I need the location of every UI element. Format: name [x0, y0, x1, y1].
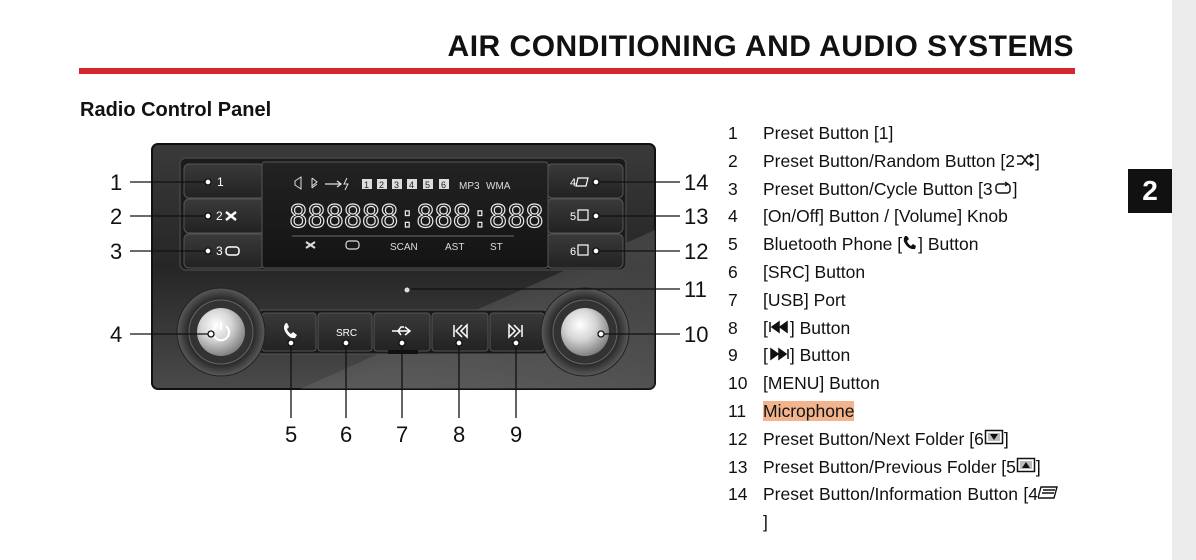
- lcd-segments: 888888:888:888: [289, 199, 543, 235]
- previous-folder-icon: [1016, 457, 1036, 472]
- callout-14: 14: [684, 170, 708, 195]
- lcd-status-icons: 1 2 3 4 5 6 MP3 WMA: [294, 176, 511, 192]
- lcd-random-icon: [305, 241, 316, 249]
- bluetooth-icon: [311, 177, 318, 189]
- callout-11: 11: [684, 277, 707, 302]
- callout-9: 9: [510, 422, 522, 447]
- phone-icon: [903, 236, 917, 250]
- next-folder-icon: [984, 429, 1004, 445]
- page-edge-strip: [1172, 0, 1196, 560]
- preset-2-label: 2: [216, 209, 223, 223]
- scan-indicator: SCAN: [390, 242, 418, 253]
- callout-13: 13: [684, 204, 708, 229]
- usb-port-icon: [392, 326, 412, 336]
- svg-text:WMA: WMA: [486, 181, 511, 192]
- preset-1-label: 1: [217, 175, 224, 189]
- usb-icon: [325, 180, 343, 188]
- next-track-icon: [508, 323, 523, 339]
- mute-icon: [294, 176, 302, 190]
- page-title: AIR CONDITIONING AND AUDIO SYSTEMS: [447, 30, 1074, 63]
- random-icon: [225, 211, 237, 221]
- information-icon-small: [575, 177, 589, 187]
- svg-text:4: 4: [409, 180, 414, 190]
- callout-7: 7: [396, 422, 408, 447]
- legend-item: 7[USB] Port: [728, 289, 846, 310]
- previous-folder-icon-small: [577, 209, 589, 221]
- callout-12: 12: [684, 239, 708, 264]
- callout-1: 1: [110, 170, 122, 195]
- svg-text:2: 2: [379, 180, 384, 190]
- callout-3: 3: [110, 239, 122, 264]
- preset-3-label: 3: [216, 244, 223, 258]
- lcd-cycle-icon: [345, 240, 360, 250]
- callout-4: 4: [110, 322, 122, 347]
- src-label: SRC: [336, 328, 357, 339]
- cycle-icon: [994, 181, 1011, 194]
- svg-text:1: 1: [364, 180, 369, 190]
- information-icon: [1037, 486, 1058, 500]
- svg-text:6: 6: [441, 180, 446, 190]
- callout-8: 8: [453, 422, 465, 447]
- ast-indicator: AST: [445, 242, 464, 253]
- legend-item: 10[MENU] Button: [728, 373, 880, 394]
- previous-track-icon: [769, 320, 788, 334]
- next-track-icon: [770, 347, 789, 361]
- right-preset-strip: [546, 163, 624, 269]
- preset-6-label: 6: [570, 246, 576, 258]
- callout-5: 5: [285, 422, 297, 447]
- power-icon: [212, 322, 230, 342]
- cycle-icon: [225, 246, 240, 256]
- charge-icon: [343, 177, 349, 191]
- phone-icon: [284, 323, 297, 339]
- chapter-tab: 2: [1128, 169, 1172, 213]
- menu-knob: [540, 287, 630, 377]
- callout-6: 6: [340, 422, 352, 447]
- microphone-hole: [404, 287, 410, 293]
- callout-2: 2: [110, 204, 122, 229]
- callout-10: 10: [684, 322, 708, 347]
- random-icon: [1016, 153, 1035, 167]
- preset-4-label: 4: [570, 177, 576, 189]
- lcd-display: [261, 161, 549, 269]
- section-heading: Radio Control Panel: [80, 99, 272, 121]
- legend-item: 9[] Button: [728, 345, 851, 366]
- svg-text:5: 5: [425, 180, 430, 190]
- svg-text:MP3: MP3: [459, 181, 480, 192]
- legend-item: 6[SRC] Button: [728, 261, 866, 282]
- legend-item: 4[On/Off] Button / [Volume] Knob: [728, 206, 1008, 227]
- legend-item: 8[] Button: [728, 317, 851, 338]
- title-rule: [79, 68, 1075, 74]
- preset-5-label: 5: [570, 211, 576, 223]
- st-indicator: ST: [490, 242, 503, 253]
- usb-port: [388, 350, 418, 354]
- svg-text:3: 3: [394, 180, 399, 190]
- radio-control-panel-figure: 1 2 3 4 5 6 1 2 3 4 5 6 MP3 WMA 888888:8…: [110, 143, 708, 447]
- next-folder-icon-small: [577, 244, 589, 256]
- highlighted-label: Microphone: [763, 400, 855, 421]
- volume-knob: [176, 287, 266, 377]
- previous-track-icon: [453, 323, 468, 339]
- bottom-button-row: [261, 312, 545, 352]
